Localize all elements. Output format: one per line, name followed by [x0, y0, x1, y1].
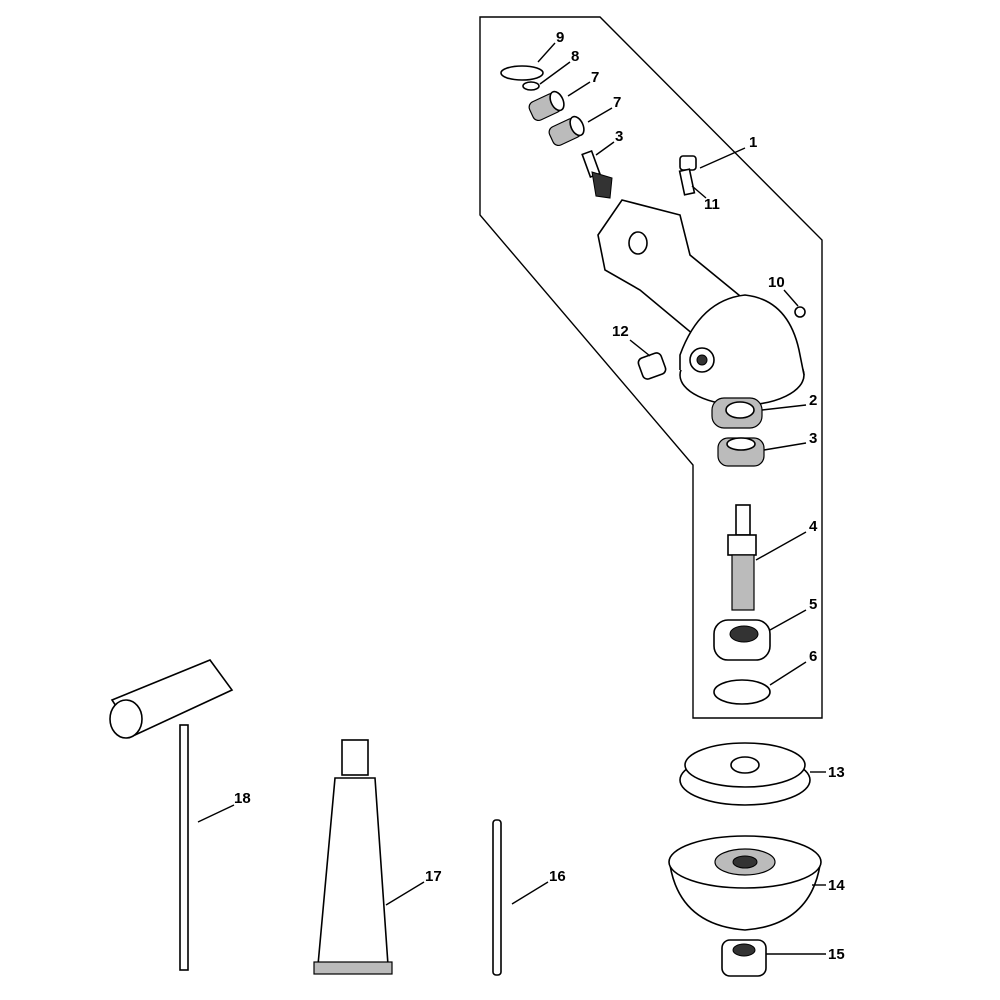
callout-7: 7	[613, 94, 621, 111]
callout-2: 2	[809, 392, 817, 409]
part-14-thrust-cup[interactable]	[668, 835, 822, 931]
callout-11: 11	[704, 196, 720, 213]
callout-18: 18	[234, 790, 251, 807]
part-15-nut[interactable]	[721, 939, 767, 977]
part-5-bearing[interactable]	[713, 619, 771, 661]
callout-3: 3	[809, 430, 817, 447]
part-3-bevel-gear[interactable]	[717, 437, 765, 467]
part-8-washer[interactable]	[522, 81, 540, 91]
part-7-bearing-upper[interactable]	[527, 89, 566, 122]
part-13-thrust-plate[interactable]	[679, 742, 811, 806]
callout-14: 14	[828, 877, 845, 894]
part-4-output-shaft[interactable]	[727, 504, 757, 611]
part-6-circlip[interactable]	[713, 679, 771, 705]
part-10-screw[interactable]	[794, 306, 806, 318]
callout-16: 16	[549, 868, 566, 885]
callout-15: 15	[828, 946, 845, 963]
callout-4: 4	[809, 518, 818, 535]
part-18-combination-wrench[interactable]	[109, 659, 234, 971]
callout-7: 7	[591, 69, 599, 86]
part-11-screw[interactable]	[678, 155, 697, 196]
part-1-gear-housing[interactable]	[597, 199, 805, 406]
gear-head-assembly-outline	[479, 16, 823, 719]
callout-12: 12	[612, 323, 629, 340]
callout-13: 13	[828, 764, 845, 781]
callout-5: 5	[809, 596, 817, 613]
callout-8: 8	[571, 48, 579, 65]
part-16-locking-pin[interactable]	[492, 819, 502, 976]
callout-10: 10	[768, 274, 785, 291]
part-12-plug[interactable]	[637, 352, 667, 381]
part-3-pinion-gear[interactable]	[581, 149, 613, 199]
callout-3: 3	[615, 128, 623, 145]
part-9-circlip[interactable]	[500, 65, 544, 81]
part-7-bearing-lower[interactable]	[547, 114, 586, 147]
callout-1: 1	[749, 134, 757, 151]
leader-lines	[197, 42, 826, 955]
part-2-bearing[interactable]	[711, 397, 763, 429]
callout-9: 9	[556, 29, 564, 46]
part-17-grease-tube[interactable]	[313, 739, 393, 975]
callout-17: 17	[425, 868, 442, 885]
callout-6: 6	[809, 648, 817, 665]
